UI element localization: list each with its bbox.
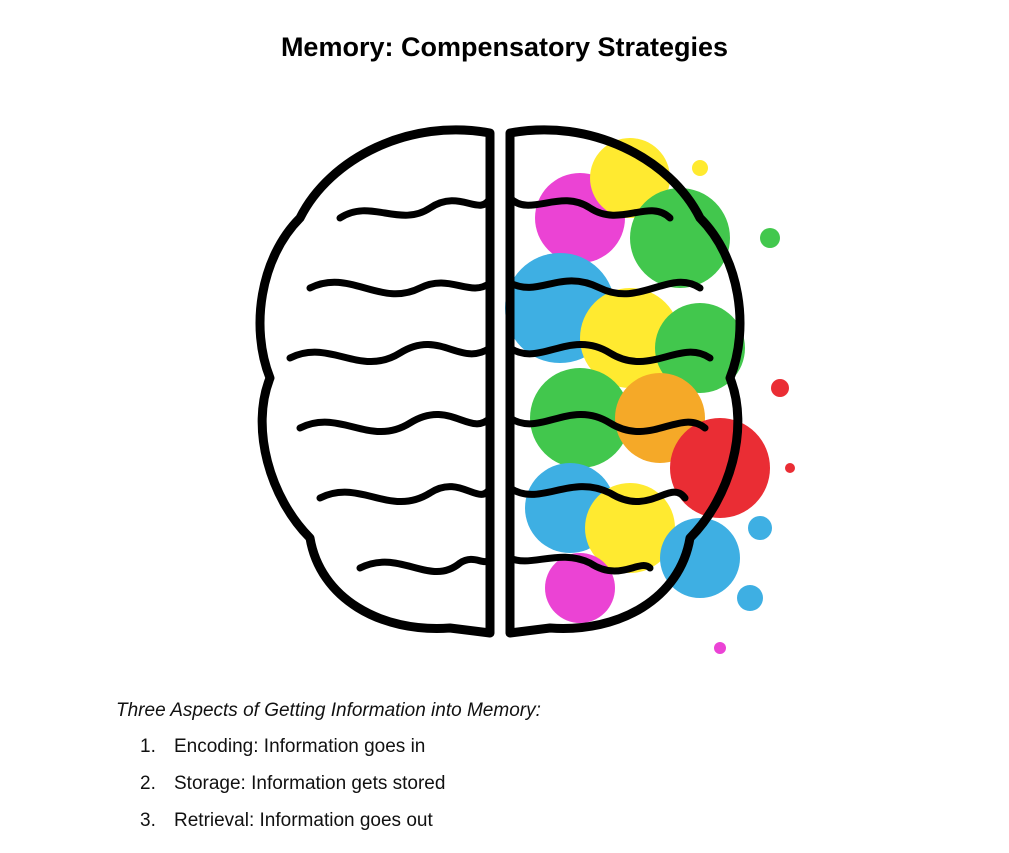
list-text: Storage: Information gets stored [174,773,446,794]
list-item: 2. Storage: Information gets stored [140,770,445,807]
list-item: 3. Retrieval: Information goes out [140,807,445,844]
paint-splatter [505,138,795,654]
list-item: 1. Encoding: Information goes in [140,733,445,770]
page-title: Memory: Compensatory Strategies [280,32,729,62]
list-number: 2. [140,773,156,794]
steps-list: 1. Encoding: Information goes in 2. Storag… [140,733,445,844]
subheading: Three Aspects of Getting Information int… [116,700,541,721]
list-number: 1. [140,736,156,757]
list-text: Retrieval: Information goes out [174,810,433,831]
list-text: Encoding: Information goes in [174,736,426,757]
brain-illustration-icon [255,125,795,654]
brain-illustration [160,88,840,688]
list-number: 3. [140,810,156,831]
